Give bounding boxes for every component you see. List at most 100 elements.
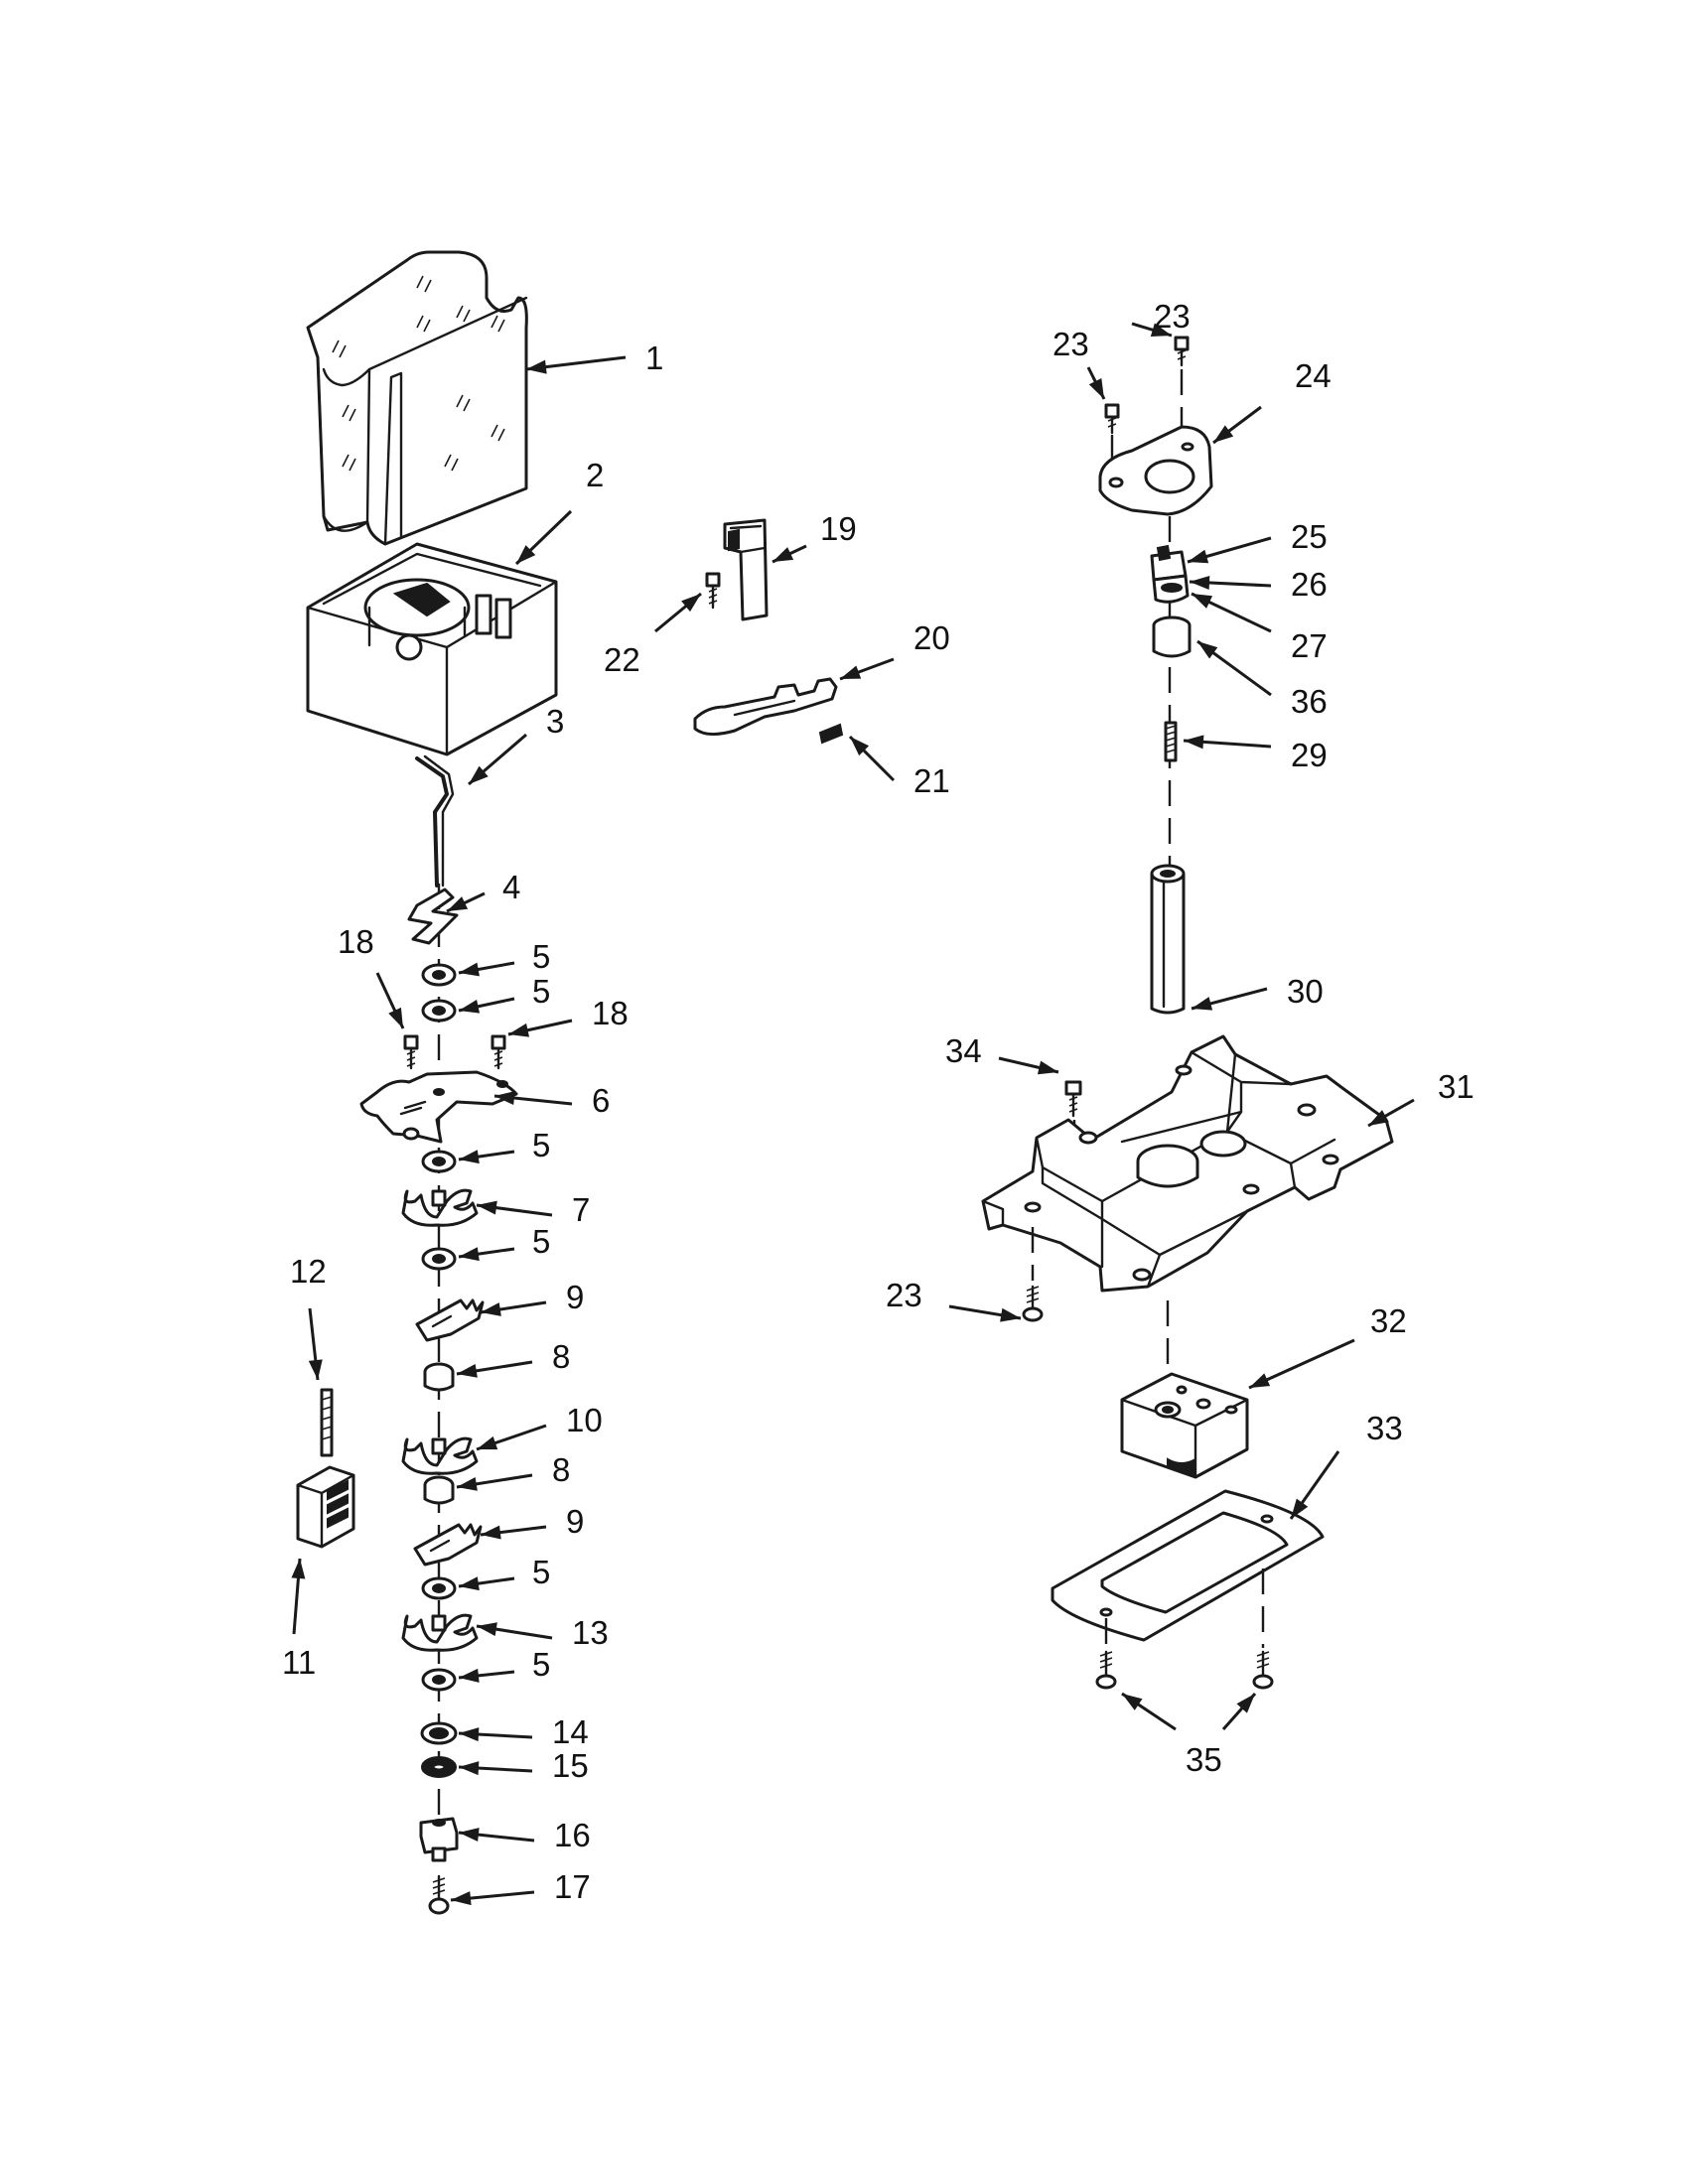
part-23-screw-lower [1022, 1285, 1044, 1322]
callout-leader-5a [458, 961, 515, 977]
part-8-bushing-a [423, 1362, 455, 1392]
callout-leader-32 [1248, 1338, 1355, 1390]
callout-label-20: 20 [913, 619, 950, 656]
part-30-tube [1150, 864, 1186, 1015]
part-15-washer [421, 1756, 457, 1778]
part-35-screw-right [1252, 1650, 1274, 1690]
callout-layer: 1234555555678899101112131415161718181920… [282, 298, 1474, 1906]
part-16-nut [419, 1817, 459, 1862]
part-10-cam [401, 1436, 479, 1475]
callout-leader-33 [1289, 1450, 1340, 1520]
callout-label-21: 21 [913, 762, 950, 799]
callout-leader-1 [525, 355, 627, 374]
callout-label-24: 24 [1295, 357, 1332, 394]
callout-label-26: 26 [1291, 566, 1328, 603]
callout-label-32: 32 [1370, 1302, 1407, 1339]
callout-leader-26 [1189, 575, 1272, 590]
callout-label-12: 12 [290, 1253, 327, 1290]
callout-leader-2 [514, 509, 573, 566]
part-5-washer-a [421, 963, 457, 987]
callout-leader-25 [1187, 536, 1272, 564]
part-4-clip [407, 887, 459, 945]
callout-label-16: 16 [554, 1817, 591, 1853]
callout-leader-7 [476, 1200, 553, 1217]
callout-label-5e: 5 [532, 1554, 550, 1590]
callout-label-23c: 23 [886, 1277, 922, 1313]
callout-leader-35 [1121, 1692, 1177, 1731]
part-3-shaft [415, 754, 455, 887]
callout-label-14: 14 [552, 1713, 589, 1750]
part-19-bracket [723, 518, 769, 621]
part-5-washer-e [421, 1576, 457, 1600]
callout-leader-23c [948, 1304, 1022, 1322]
callout-leader-5b [458, 997, 515, 1014]
callout-leader-17 [450, 1890, 535, 1906]
callout-leader-5d [458, 1247, 515, 1262]
callout-label-2: 2 [586, 457, 604, 493]
part-20-lever [693, 677, 838, 736]
part-29-spring [1164, 721, 1178, 762]
callout-label-31: 31 [1438, 1068, 1474, 1105]
part-21-spring [818, 723, 844, 745]
part-11-block [296, 1465, 355, 1549]
callout-label-5b: 5 [532, 973, 550, 1010]
part-32-motor [1120, 1372, 1249, 1479]
callout-label-5d: 5 [532, 1223, 550, 1260]
callout-leader-23b [1131, 322, 1173, 338]
part-8-bushing-b [423, 1475, 455, 1505]
callout-label-6: 6 [592, 1082, 610, 1119]
callout-leader-19 [772, 544, 807, 564]
part-18-screw-right [491, 1034, 506, 1070]
callout-label-3: 3 [546, 703, 564, 740]
callout-label-18b: 18 [592, 995, 629, 1031]
callout-leader-8a [456, 1360, 533, 1378]
callout-label-30: 30 [1287, 973, 1324, 1010]
callout-leader-11 [291, 1558, 306, 1635]
callout-label-23a: 23 [1052, 326, 1089, 362]
part-23-screw-top-right [1174, 336, 1190, 367]
callout-leader-31 [1367, 1098, 1415, 1128]
callout-label-17: 17 [554, 1868, 591, 1905]
part-34-screw [1064, 1080, 1082, 1118]
part-31-base-frame [981, 1034, 1394, 1293]
callout-leader-22 [654, 592, 702, 633]
callout-label-23b: 23 [1154, 298, 1191, 335]
callout-leader-24 [1212, 405, 1262, 445]
callout-label-18a: 18 [338, 923, 374, 960]
callout-label-8a: 8 [552, 1338, 570, 1375]
callout-leader-23a [1086, 366, 1106, 400]
callout-leader-4 [446, 891, 486, 913]
callout-leader-21 [848, 735, 896, 782]
callout-label-33: 33 [1366, 1410, 1403, 1446]
callout-leader-8b [456, 1473, 533, 1491]
callout-leader-34 [998, 1056, 1059, 1075]
callout-leader-3 [468, 733, 527, 786]
callout-leader-18a [375, 972, 405, 1029]
callout-label-13: 13 [572, 1614, 609, 1651]
part-22-screw [705, 572, 721, 610]
callout-leader-9a [480, 1300, 547, 1316]
part-5-washer-c [421, 1150, 457, 1173]
part-5-washer-b [421, 999, 457, 1023]
callout-label-5a: 5 [532, 938, 550, 975]
part-13-cam [401, 1613, 479, 1652]
part-35-screw-left [1095, 1650, 1117, 1690]
callout-leader-16 [458, 1828, 535, 1843]
callout-leader-5c [458, 1150, 515, 1164]
callout-leader-5f [458, 1668, 515, 1683]
callout-label-15: 15 [552, 1747, 589, 1784]
part-18-screw-left [403, 1034, 419, 1070]
callout-label-9a: 9 [566, 1279, 584, 1315]
callout-leader-27 [1191, 592, 1272, 633]
callout-leader-35-b [1221, 1693, 1257, 1730]
callout-leader-10 [476, 1424, 547, 1451]
part-25-26-27-coupling [1150, 544, 1190, 604]
part-2-housing [306, 542, 558, 756]
part-5-washer-d [421, 1247, 457, 1271]
callout-label-7: 7 [572, 1191, 590, 1228]
callout-label-9b: 9 [566, 1503, 584, 1540]
callout-leader-13 [476, 1622, 553, 1640]
part-5-washer-f [421, 1668, 457, 1692]
callout-leader-6 [493, 1091, 573, 1106]
callout-label-4: 4 [502, 869, 520, 905]
